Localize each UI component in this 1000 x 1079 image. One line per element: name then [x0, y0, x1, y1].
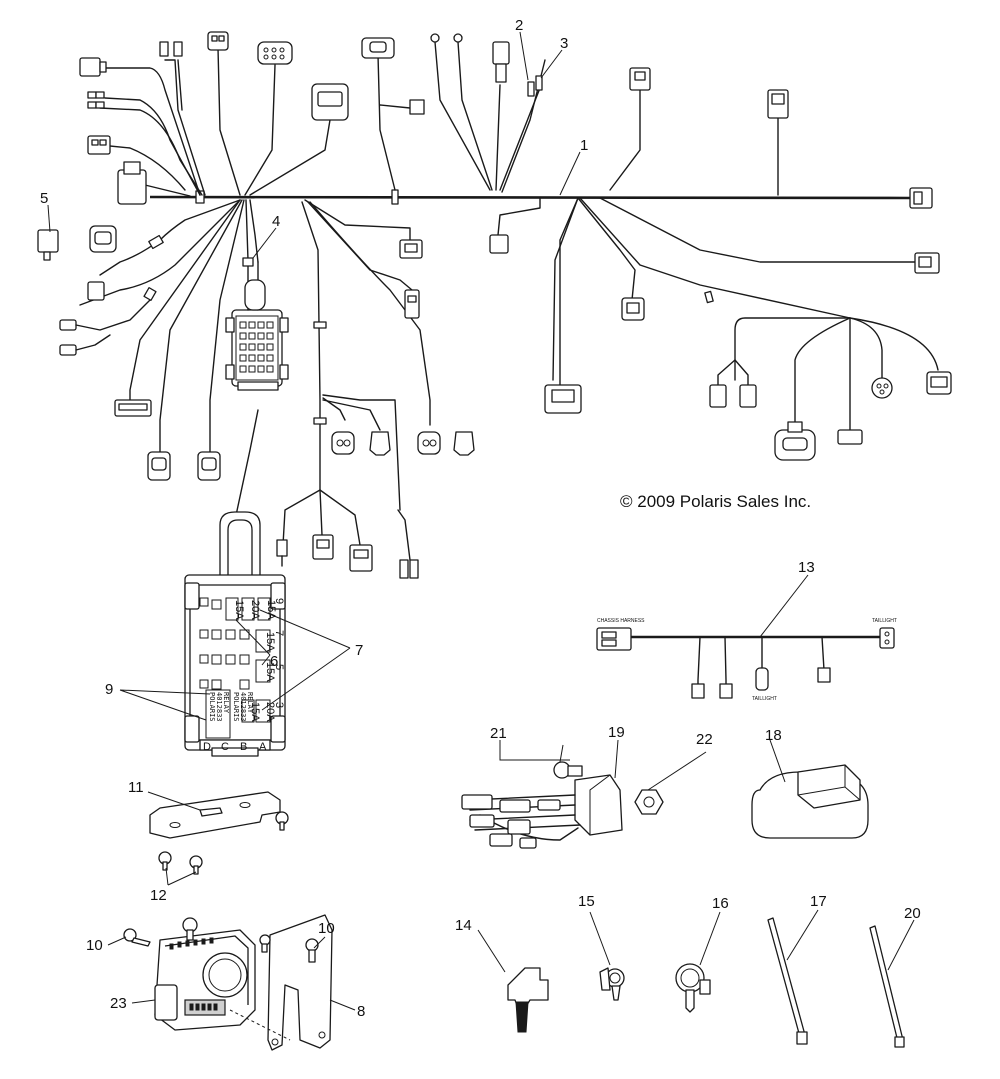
cover-18	[751, 764, 869, 839]
fuse-label-low-2: 15A	[249, 702, 261, 722]
small-fuse-grid	[239, 321, 274, 373]
relay-2-line-3: RELAY	[222, 692, 230, 714]
callout-16: 16	[712, 895, 729, 912]
sub-harness-13: CHASSIS HARNESS TAILLIGHT TAILLIGHT	[596, 618, 897, 702]
cable-tie-17	[767, 917, 808, 1045]
callout-numbers: 1 2 3 4 5 6 7 8 9 10 10 11 12 13 14 15 1…	[40, 17, 921, 1020]
callout-18: 18	[765, 727, 782, 744]
cable-tie-20	[869, 925, 905, 1048]
callout-14: 14	[455, 917, 472, 934]
fuse-label-mid-1: 15A	[264, 632, 276, 652]
callout-11: 11	[128, 779, 144, 796]
ecu-module-23	[154, 917, 256, 1031]
callout-4: 4	[272, 213, 280, 230]
clip-14	[507, 967, 549, 1033]
callout-21: 21	[490, 725, 507, 742]
fuse-side-9: 9	[273, 598, 285, 604]
callout-10-left: 10	[86, 937, 103, 954]
callout-1: 1	[580, 137, 588, 154]
callout-10-right: 10	[318, 920, 335, 937]
clip-16	[675, 963, 711, 1013]
callout-2: 2	[515, 17, 523, 34]
callout-23: 23	[110, 995, 127, 1012]
bracket-11	[149, 791, 289, 839]
fuse-side-3: 3	[273, 702, 285, 708]
fuse-letter-b: B	[240, 741, 247, 753]
fuse-letter-a: A	[259, 741, 267, 753]
callout-9: 9	[105, 681, 113, 698]
fuse-letter-c: C	[221, 741, 229, 753]
relay-2-line-2: 4012833	[215, 692, 223, 722]
callout-7: 7	[355, 642, 363, 659]
relay-2-line-1: POLARIS	[208, 692, 216, 722]
harness-tag-taillight: TAILLIGHT	[872, 618, 897, 624]
fuse-label-top-2: 20A	[249, 600, 261, 620]
callout-19: 19	[608, 724, 625, 741]
part-21	[553, 761, 583, 779]
callout-15: 15	[578, 893, 595, 910]
callout-3: 3	[560, 35, 568, 52]
harness-tag-chassis: CHASSIS HARNESS	[597, 618, 645, 624]
fuse-letter-d: D	[203, 741, 211, 753]
harness-tag-mid: TAILLIGHT	[752, 696, 777, 702]
fuse-label-top-1: 15A	[233, 600, 245, 620]
callout-20: 20	[904, 905, 921, 922]
fuse-side-7: 7	[273, 630, 285, 636]
fuse-label-mid-2: 15A	[264, 662, 276, 682]
callout-17: 17	[810, 893, 827, 910]
copyright-notice: © 2009 Polaris Sales Inc.	[620, 492, 812, 511]
main-harness	[79, 41, 939, 561]
nut-22	[634, 789, 664, 815]
fuse-side-5: 5	[273, 664, 285, 670]
screws-12	[158, 851, 203, 875]
relay-1-line-3: RELAY	[246, 692, 254, 714]
fuse-label-top-3: 15A	[265, 600, 277, 620]
relay-1-line-2: 4012833	[239, 692, 247, 722]
leader-lines	[47, 31, 915, 1011]
callout-6: 6	[270, 653, 278, 670]
relay-1-line-1: POLARIS	[232, 692, 240, 722]
callout-8: 8	[357, 1003, 365, 1020]
callout-12: 12	[150, 887, 167, 904]
screws-10	[123, 928, 319, 963]
callout-22: 22	[696, 731, 713, 748]
relay-harness-19	[461, 774, 623, 849]
callout-13: 13	[798, 559, 815, 576]
clip-15	[599, 967, 625, 1001]
callout-5: 5	[40, 190, 48, 207]
fuse-box-detail: 15A 20A 15A 15A 15A 20A 15A POLARIS 4012…	[184, 511, 286, 757]
harness-connectors	[37, 31, 952, 579]
